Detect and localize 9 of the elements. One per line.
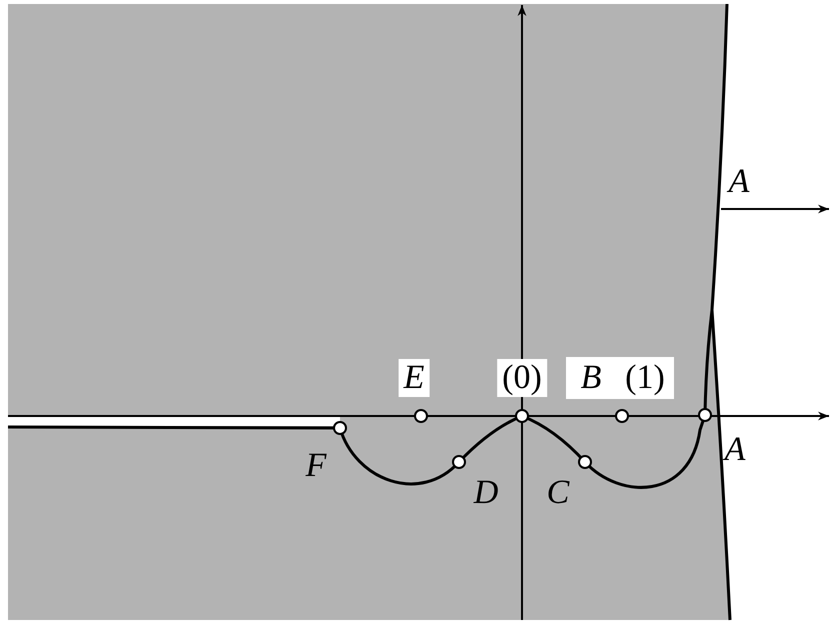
- point-label: (1): [625, 361, 665, 395]
- point-label: D: [474, 476, 498, 510]
- point-label: F: [306, 449, 326, 483]
- point-label: A: [728, 165, 750, 199]
- point-label: C: [546, 476, 570, 510]
- point-label: B: [580, 361, 602, 395]
- point-label: E: [398, 359, 430, 397]
- point-label: (0): [497, 359, 547, 397]
- point-label: A: [724, 433, 746, 467]
